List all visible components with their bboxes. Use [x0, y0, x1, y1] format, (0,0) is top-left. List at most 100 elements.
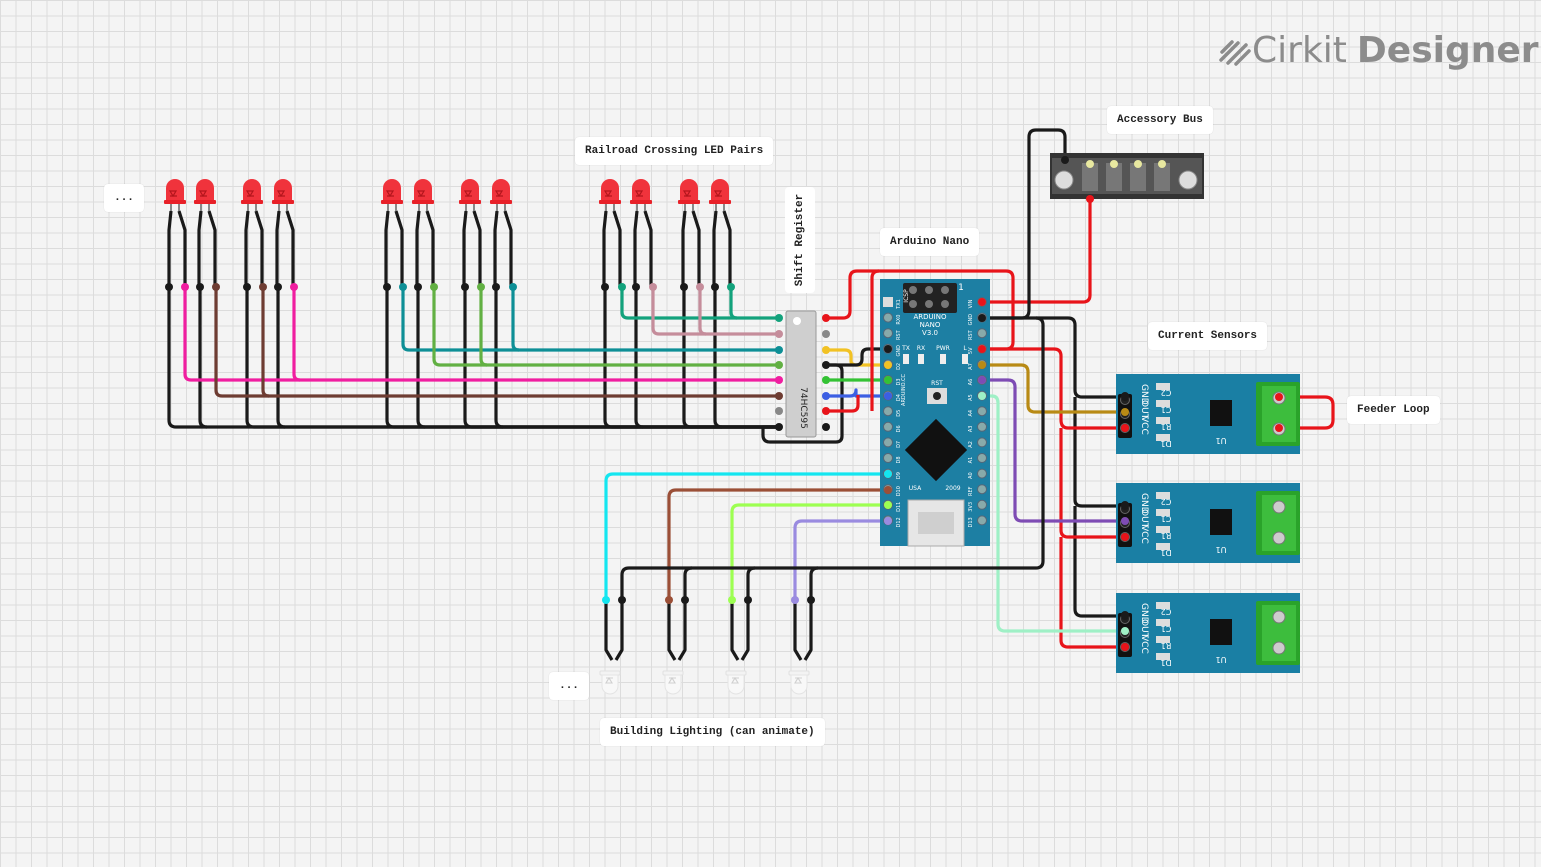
arduino-pin-label-left: D11 [896, 502, 902, 512]
current-sensors-label[interactable]: Current Sensors [1148, 322, 1268, 350]
board-led [903, 354, 909, 364]
led-lead-left [244, 210, 250, 287]
arduino-dot [884, 517, 892, 525]
sr-pin-right [822, 346, 830, 354]
led-pin-dot [181, 283, 189, 291]
led-lead-right [394, 210, 404, 287]
led-lead-right [254, 210, 264, 287]
led-red-3 [240, 178, 264, 212]
wire-building-signal [604, 472, 888, 600]
white-led-1 [599, 670, 621, 695]
arduino-pin-label-right: RST [968, 329, 974, 340]
led-lead-right [643, 210, 653, 287]
arduino-pin-label-left: D6 [896, 425, 902, 432]
wire-sr-vcc [826, 395, 860, 413]
mini-usb-inner [918, 512, 954, 534]
terminal-slot [1082, 163, 1098, 191]
sr-pin-left [775, 376, 783, 384]
wire-sens1-vcc [982, 347, 1125, 430]
wire-green [432, 287, 779, 367]
feeder-loop-label[interactable]: Feeder Loop [1347, 396, 1440, 424]
building-dot [602, 596, 610, 604]
led-pin-dot [711, 283, 719, 291]
shift-register-label[interactable]: Shift Register [785, 187, 815, 293]
arduino-pin-label-right: REF [968, 486, 974, 496]
wire-building-gnd [809, 566, 819, 600]
led-pin-dot [165, 283, 173, 291]
wire-building-gnd [620, 566, 630, 600]
ellipsis-left[interactable]: ... [104, 184, 144, 212]
wire-green-2 [479, 287, 488, 367]
icsp-label: ICSP [903, 289, 910, 303]
sensor-part-label: C1 [1161, 514, 1172, 523]
sr-pin-right [822, 407, 830, 415]
icsp-pin [925, 300, 933, 308]
arduino-pin-label-right: D13 [968, 517, 974, 527]
railroad-label[interactable]: Railroad Crossing LED Pairs [575, 137, 774, 165]
led-pin-dot [509, 283, 517, 291]
building-dot [728, 596, 736, 604]
led-lead-left [384, 210, 390, 287]
arduino-pin-label-left: D7 [896, 441, 902, 448]
wire-d4 [826, 388, 888, 398]
arduino-label[interactable]: Arduino Nano [880, 228, 980, 256]
led-red-5 [380, 178, 404, 212]
arduino-dot [978, 376, 986, 384]
board-model: ARDUINO [914, 313, 947, 321]
wire-bus-gnd [982, 128, 1067, 320]
wire-building-signal [793, 519, 888, 600]
led-pin-dot [696, 283, 704, 291]
arduino-pin-right [977, 406, 987, 417]
sensor-pin-label: OUT [1139, 400, 1149, 420]
chip-notch [793, 317, 801, 325]
board-led-label: RX [917, 345, 925, 352]
sensor-pin-label: GND [1139, 493, 1149, 514]
led-lead-right [612, 210, 622, 287]
led-pin-dot [259, 283, 267, 291]
sensor-dot [1121, 408, 1129, 416]
led-pin-dot [632, 283, 640, 291]
ground-wire [713, 287, 723, 429]
pin-dots-layer [165, 156, 1283, 651]
arduino-pin-right [977, 328, 987, 339]
ellipsis-bottom[interactable]: ... [549, 672, 589, 700]
ground-wire [167, 287, 779, 429]
arduino-dot [884, 361, 892, 369]
arduino-pin-label-right: GND [968, 314, 974, 326]
terminal-slot [1106, 163, 1122, 191]
chip-label: 74HC595 [798, 387, 808, 429]
building-lighting-label[interactable]: Building Lighting (can animate) [600, 718, 825, 746]
arduino-dot [978, 298, 986, 306]
led-pin-dot [727, 283, 735, 291]
sr-pin-left [775, 392, 783, 400]
sensor-part-label: C1 [1161, 624, 1172, 633]
sr-pin-right [822, 376, 830, 384]
sensor-ic-label: U1 [1216, 545, 1227, 554]
board-model-2: NANO [920, 321, 941, 329]
brand-part-2: Designer [1356, 30, 1539, 71]
accessory-bus-label[interactable]: Accessory Bus [1107, 106, 1213, 134]
sr-pin-right [822, 330, 830, 338]
arduino-dot [884, 501, 892, 509]
usa-label: USA [909, 485, 922, 492]
building-led-lead [803, 600, 813, 661]
led-pin-dot [477, 283, 485, 291]
board-version: V3.0 [922, 329, 938, 337]
arduino-pin-label-right: VIN [968, 299, 974, 308]
arduino-pin-left [883, 453, 893, 463]
sr-pin-right [822, 423, 830, 431]
board-led-label: PWR [936, 345, 950, 352]
arduino-pin-label-left: D8 [896, 456, 902, 463]
led-pin-dot [680, 283, 688, 291]
terminal-slot [1130, 163, 1146, 191]
mcu-chip [904, 418, 968, 482]
arduino-pin-left [883, 437, 893, 448]
board-led [918, 354, 924, 364]
arduino-dot [884, 345, 892, 353]
wire-emerald-2 [729, 287, 738, 320]
terminal-contact [1110, 160, 1118, 168]
feeder-dot [1275, 424, 1283, 432]
wire-d2 [826, 348, 888, 367]
wire-sens2-gnd [1073, 397, 1125, 508]
